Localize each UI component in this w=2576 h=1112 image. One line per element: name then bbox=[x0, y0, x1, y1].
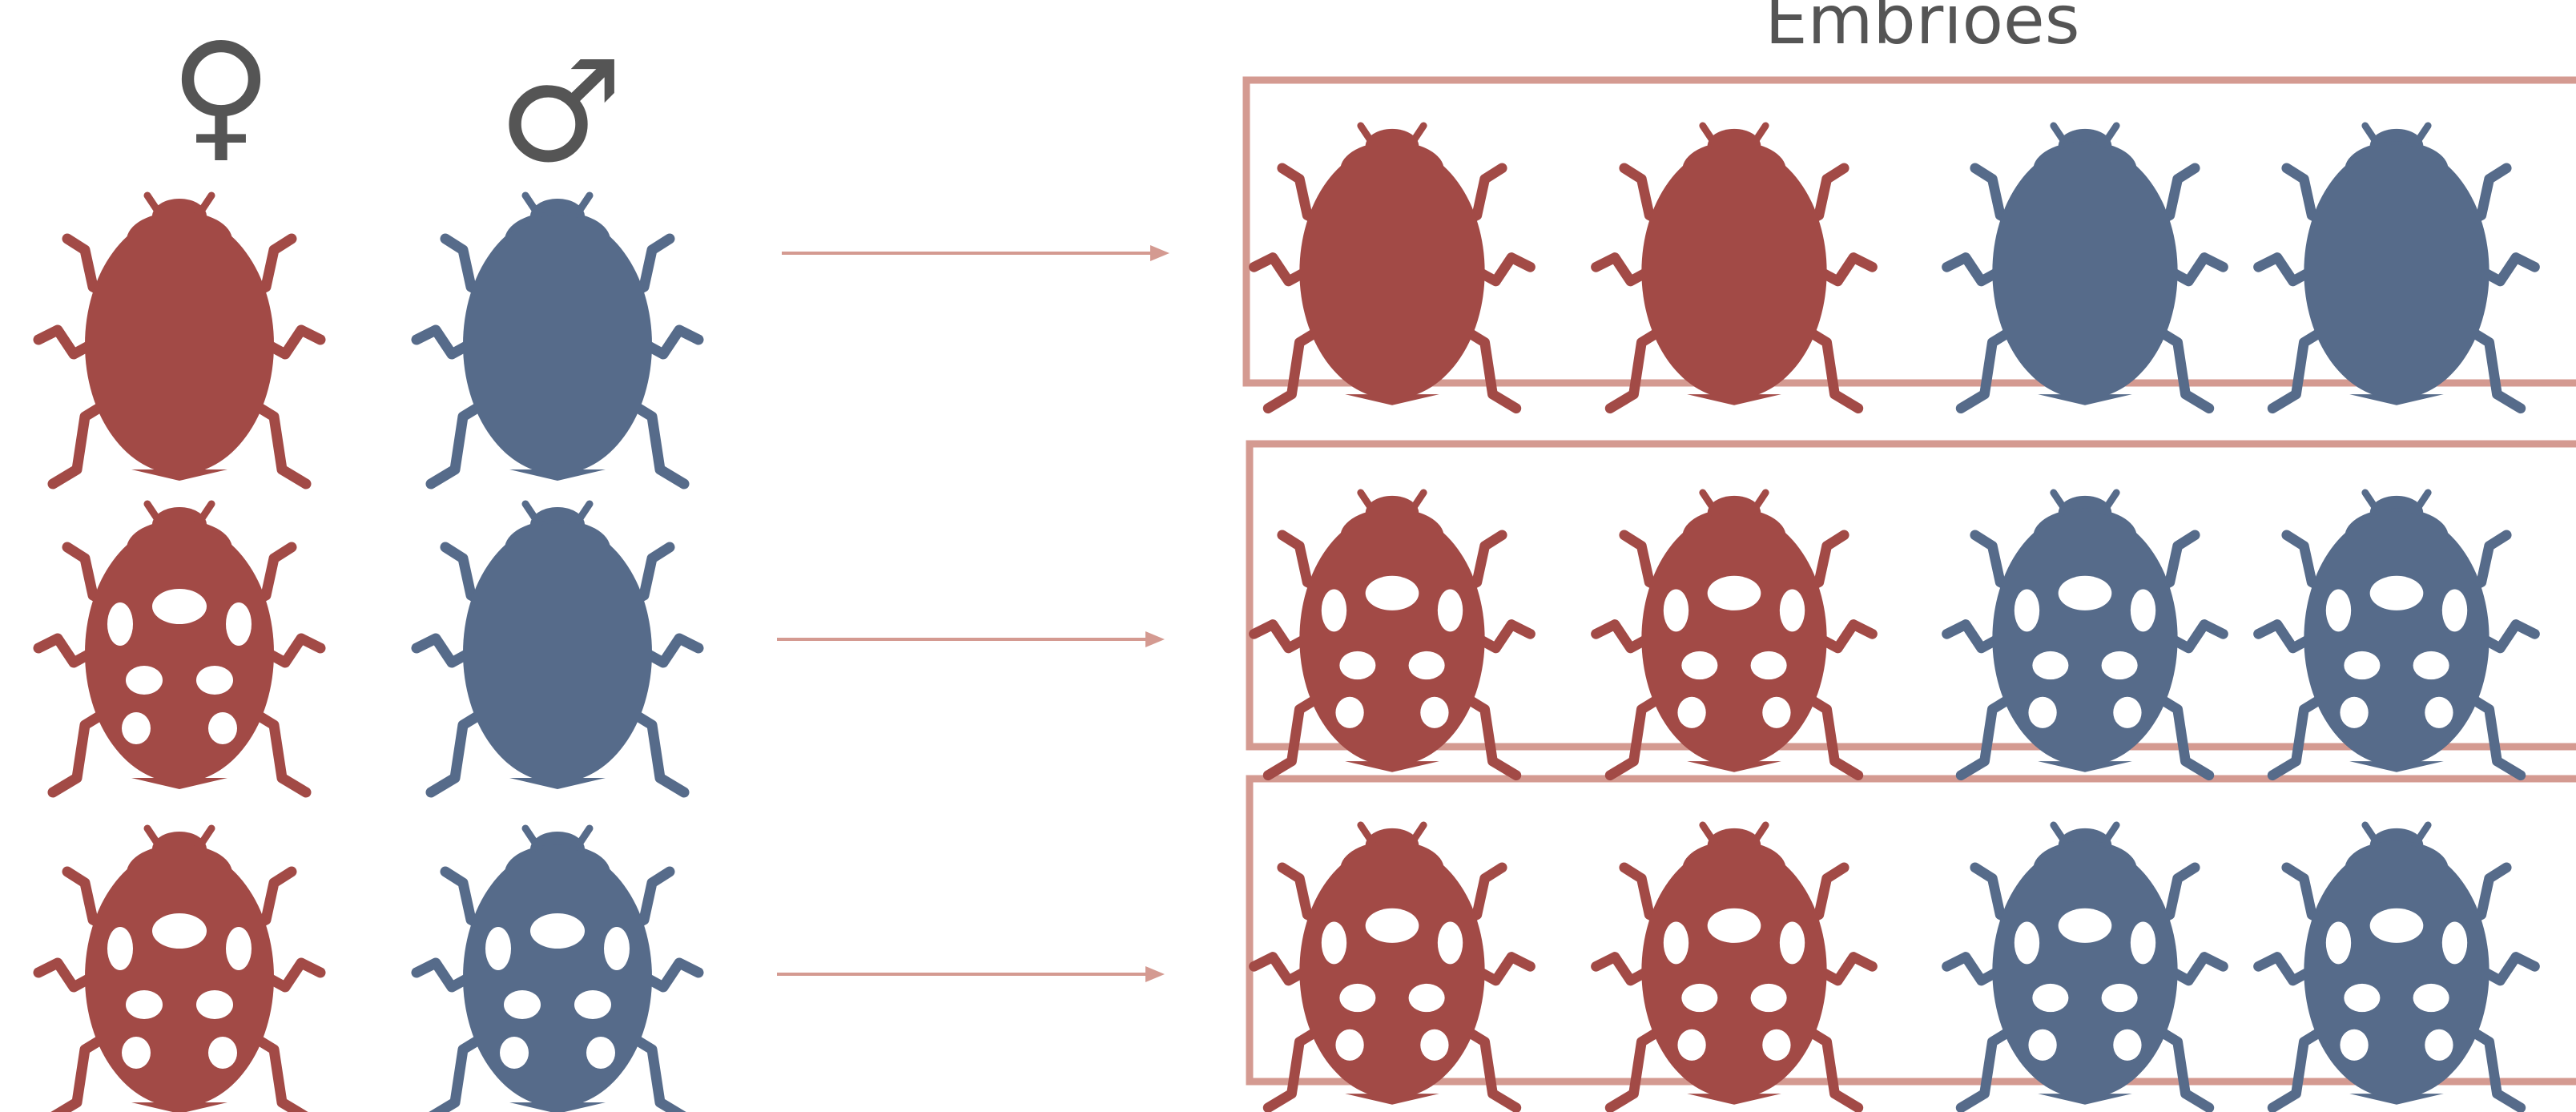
female-parent-beetle-1 bbox=[38, 195, 320, 484]
offspring-beetle-1-1 bbox=[1254, 126, 1531, 409]
offspring-beetle-2-3 bbox=[1947, 493, 2224, 776]
offspring-beetle-3-2 bbox=[1596, 825, 1873, 1108]
cross-arrow-2 bbox=[777, 631, 1165, 647]
offspring-beetle-1-2 bbox=[1596, 126, 1873, 409]
offspring-beetle-1-3 bbox=[1947, 126, 2224, 409]
cross-arrow-1 bbox=[782, 245, 1169, 261]
male-parent-beetle-1 bbox=[417, 195, 698, 484]
offspring-beetle-3-1 bbox=[1254, 825, 1531, 1108]
female-symbol: ♀ bbox=[170, 14, 272, 176]
offspring-beetle-1-4 bbox=[2259, 126, 2535, 409]
offspring-beetle-2-2 bbox=[1596, 493, 1873, 776]
male-parent-beetle-2 bbox=[417, 504, 698, 792]
embryos-title: Embrioes bbox=[1765, 0, 2080, 59]
female-parent-beetle-3 bbox=[38, 828, 320, 1112]
offspring-beetle-2-4 bbox=[2259, 493, 2535, 776]
male-parent-beetle-3 bbox=[417, 828, 698, 1112]
offspring-beetle-3-3 bbox=[1947, 825, 2224, 1108]
female-parent-beetle-2 bbox=[38, 504, 320, 792]
cross-arrow-3 bbox=[777, 966, 1165, 982]
offspring-beetle-3-4 bbox=[2259, 825, 2535, 1108]
male-symbol: ♂ bbox=[498, 31, 624, 194]
offspring-beetle-2-1 bbox=[1254, 493, 1531, 776]
